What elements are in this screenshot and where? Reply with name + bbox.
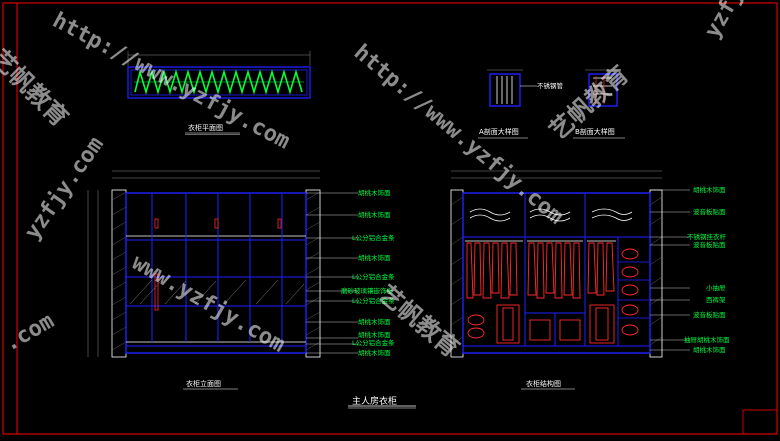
title-block	[742, 409, 778, 435]
elevation-label: 胡桃木饰面	[358, 254, 391, 262]
section-a-detail	[487, 69, 537, 107]
elevation-label: 胡桃木饰面	[358, 349, 391, 357]
structure-label: 不锈钢挂衣杆	[687, 233, 726, 241]
plan-view	[127, 51, 311, 99]
elevation-label: L公分铝合金条	[352, 297, 395, 305]
structure-label: 波音板贴面	[693, 208, 726, 216]
structure-label: 西裤架	[706, 296, 726, 304]
elevation-label: L公分铝合金条	[352, 234, 395, 242]
drawing-title: 主人房衣柜	[352, 397, 398, 407]
structure-label: 胡桃木饰面	[693, 346, 726, 354]
structure-view-title: 衣柜结构图	[526, 380, 561, 388]
elevation-label: L公分铝合金条	[352, 339, 395, 347]
elevation-label: 磨砂玻璃镶嵌饰板	[341, 287, 393, 295]
structure-label: 波音板贴面	[693, 311, 726, 319]
elevation-view	[87, 170, 358, 358]
section-a-title: A剖面大样图	[479, 128, 519, 136]
elevation-view-title: 衣柜立面图	[186, 380, 221, 388]
structure-label: 波音板贴面	[693, 241, 726, 249]
plan-view-title: 衣柜平面图	[188, 124, 223, 132]
sheet-border	[2, 2, 778, 435]
section-b-title: B剖面大样图	[575, 128, 615, 136]
elevation-label: 胡桃木饰面	[358, 211, 391, 219]
elevation-label: 胡桃木饰面	[358, 331, 391, 339]
structure-label: 胡桃木饰面	[693, 186, 726, 194]
structure-label: 抽屉胡桃木饰面	[684, 336, 730, 344]
elevation-label: L公分铝合金条	[352, 273, 395, 281]
section-a-note: 不锈钢管	[537, 82, 563, 90]
structure-label: 小抽屉	[706, 284, 726, 292]
structure-view	[450, 170, 690, 358]
section-b-detail	[585, 69, 618, 107]
elevation-label: 胡桃木饰面	[358, 318, 391, 326]
elevation-label: 胡桃木饰面	[358, 189, 391, 197]
